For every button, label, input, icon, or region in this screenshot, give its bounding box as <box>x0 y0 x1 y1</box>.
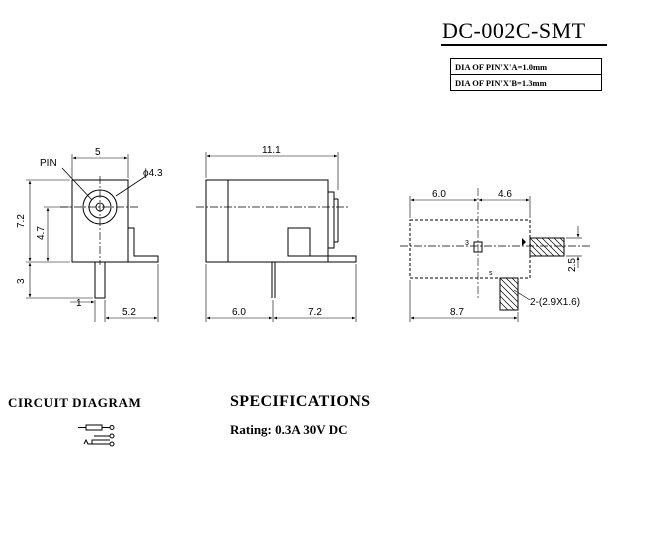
circuit-diagram-heading: CIRCUIT DIAGRAM <box>8 395 142 410</box>
bottom-body-outline <box>409 219 531 279</box>
part-number-title: DC-002C-SMT <box>442 18 586 43</box>
pin-diameter-table: DIA OF PIN'X'A=1.0mm DIA OF PIN'X'B=1.3m… <box>450 58 602 91</box>
front-side-tab <box>128 227 159 263</box>
dim-length-11-1: 11.1 <box>262 145 281 156</box>
dim-width-5: 5 <box>95 147 101 158</box>
hole-leader <box>115 175 147 197</box>
dim-front-6-0: 6.0 <box>232 307 246 318</box>
dim-hole-diameter: ϕ4.3 <box>143 168 163 179</box>
dim-pad-2-5: 2.5 <box>567 258 578 272</box>
pin-b-diameter: DIA OF PIN'X'B=1.3mm <box>450 74 602 91</box>
circuit-plug-pin <box>85 424 103 431</box>
dim-rear-7-2: 7.2 <box>308 307 322 318</box>
front-view <box>26 154 159 322</box>
dim-height-4-7: 4.7 <box>36 226 47 240</box>
side-body-outline <box>205 179 329 263</box>
side-view-labels: 11.1 6.0 7.2 <box>232 145 322 318</box>
pin-leader <box>61 167 93 201</box>
dim-left-6-0: 6.0 <box>432 189 446 200</box>
bottom-view-labels: 6.0 4.6 2.5 8.7 2-(2.9X1.6) 3 s <box>432 189 580 318</box>
pin-callout: PIN <box>40 158 57 169</box>
title-underline <box>441 44 607 46</box>
dim-height-7-2: 7.2 <box>16 214 27 228</box>
dim-pin-length-3: 3 <box>16 278 27 284</box>
mark-s: s <box>489 270 493 277</box>
dim-total-8-7: 8.7 <box>450 307 464 318</box>
bottom-view <box>400 188 590 322</box>
dim-pin-width-1: 1 <box>76 298 82 309</box>
side-terminal <box>287 227 311 257</box>
side-view <box>196 152 357 322</box>
front-view-labels: 5 PIN ϕ4.3 7.2 4.7 3 1 5.2 <box>16 147 163 318</box>
bottom-solder-pad <box>499 277 519 311</box>
front-pin <box>94 261 106 299</box>
circuit-symbol <box>78 424 115 447</box>
right-solder-pad <box>529 237 565 257</box>
dim-pad-size: 2-(2.9X1.6) <box>530 297 580 308</box>
specifications-heading: SPECIFICATIONS <box>230 393 371 410</box>
dim-right-4-6: 4.6 <box>498 189 512 200</box>
mark-3: 3 <box>465 240 469 247</box>
table-row: DIA OF PIN'X'B=1.3mm <box>450 74 602 91</box>
dim-foot-5-2: 5.2 <box>122 307 136 318</box>
rating-text: Rating: 0.3A 30V DC <box>230 422 348 437</box>
